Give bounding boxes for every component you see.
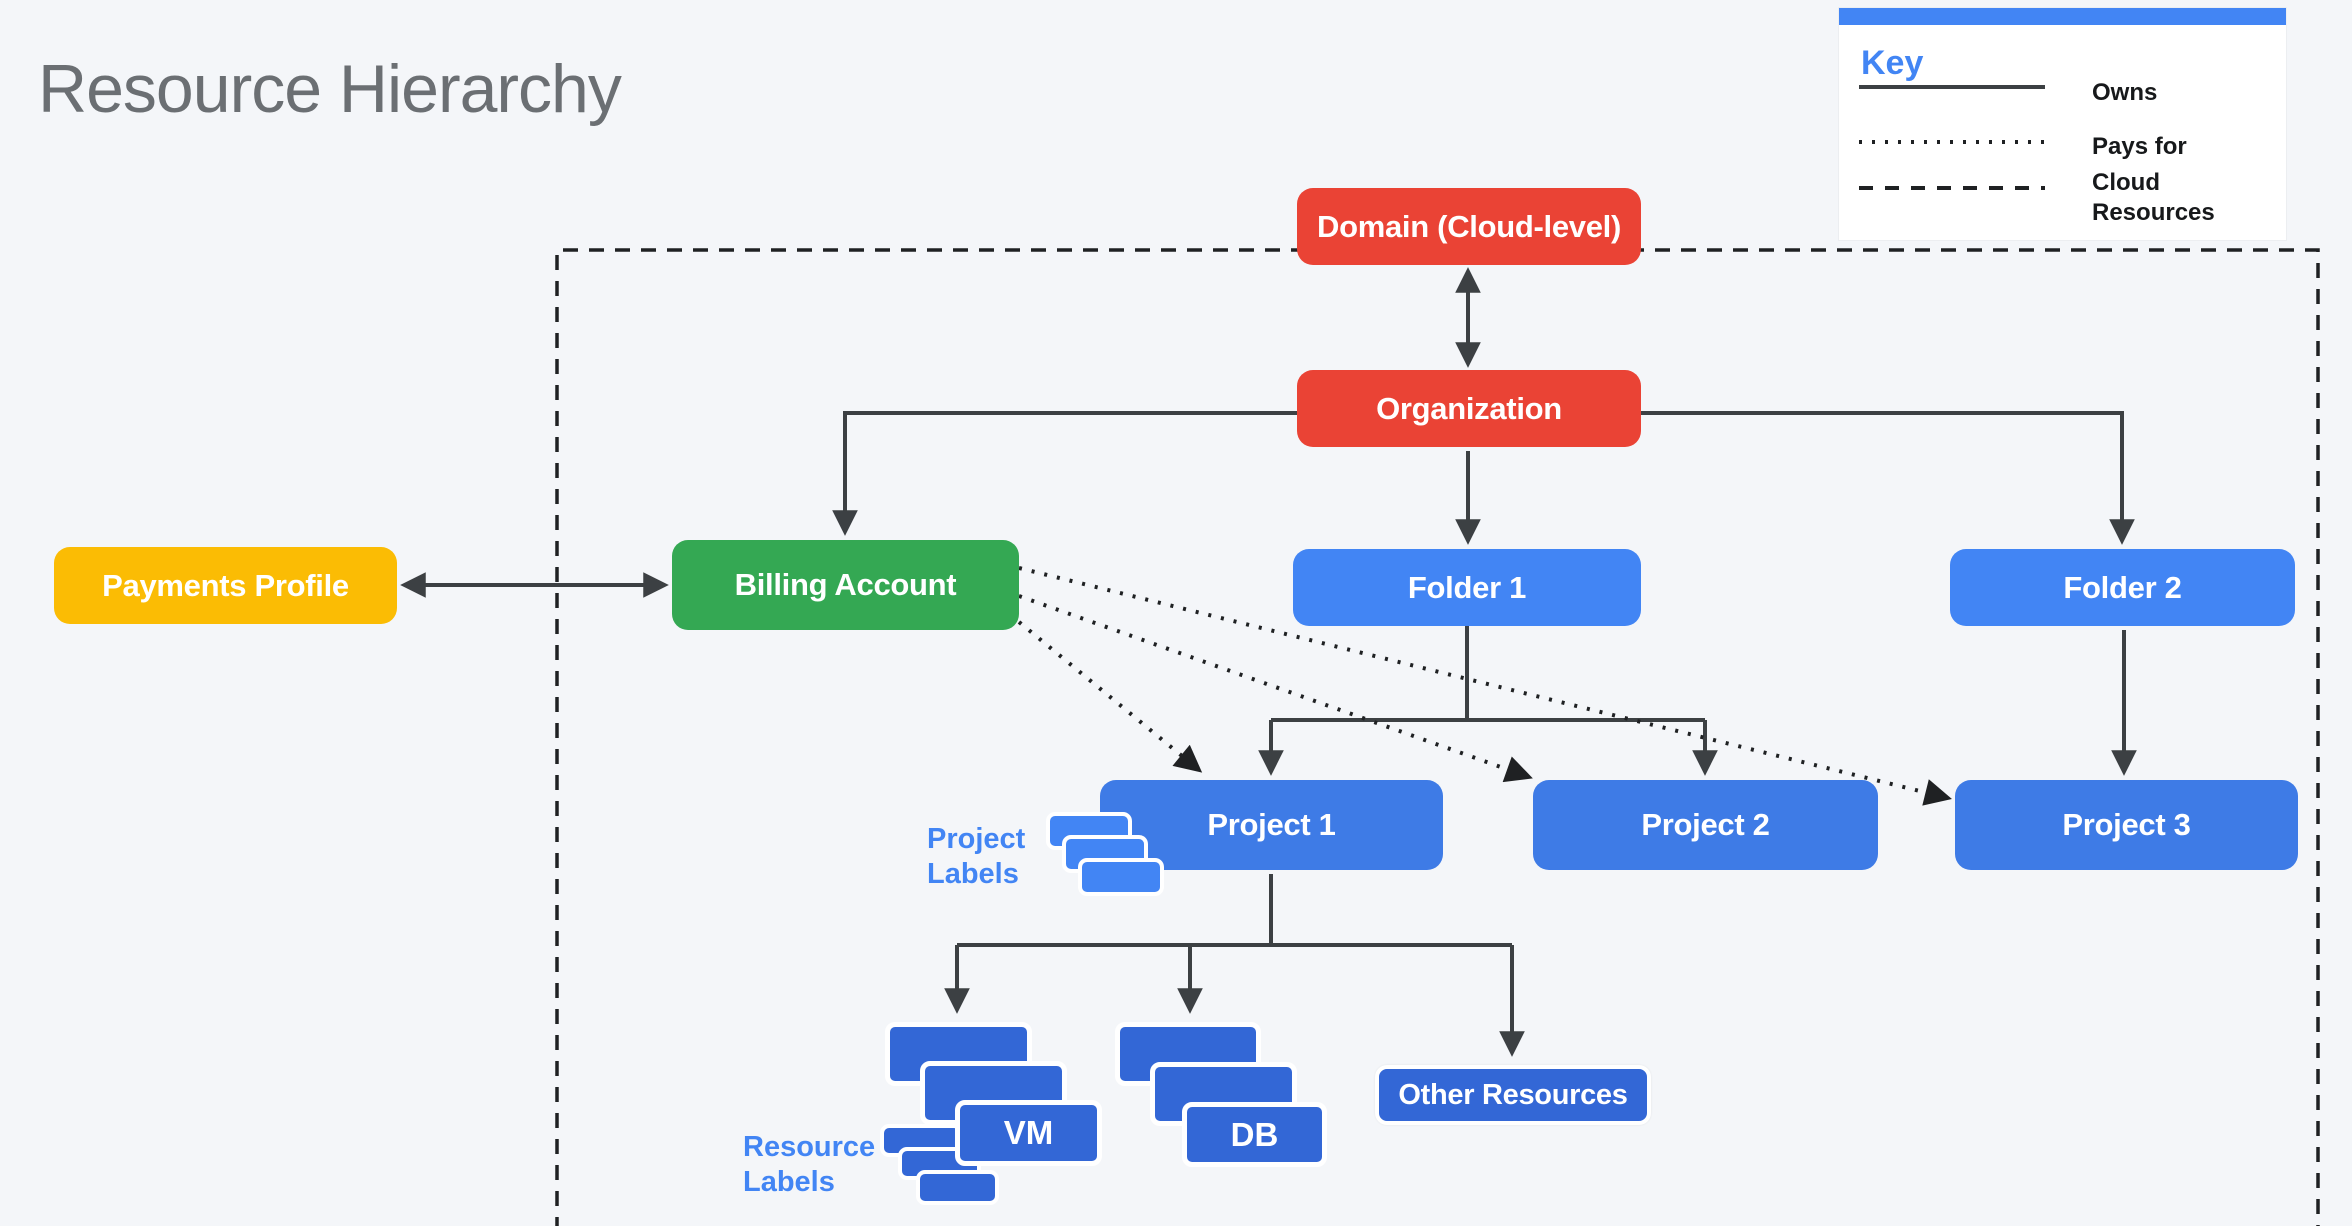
legend-heading: Key: [1861, 44, 1924, 82]
edge-organization-billing-account: [832, 411, 1297, 536]
node-vm: VM: [955, 1100, 1102, 1166]
node-billing-account: Billing Account: [672, 540, 1019, 630]
node-project3: Project 3: [1955, 780, 2298, 870]
node-folder1: Folder 1: [1293, 549, 1641, 626]
label-card-icon: [1078, 858, 1164, 896]
node-db: DB: [1182, 1102, 1327, 1167]
resource-labels-caption: Resource Labels: [743, 1131, 876, 1198]
edge-organization-folder2: [1641, 411, 2135, 545]
diagram-title: Resource Hierarchy: [38, 51, 622, 127]
node-payments-profile: Payments Profile: [54, 547, 397, 624]
node-organization: Organization: [1297, 370, 1641, 447]
label-card-icon: [916, 1170, 999, 1205]
legend-label-cloud-resources: Cloud Resources: [2092, 169, 2215, 226]
node-project2: Project 2: [1533, 780, 1878, 870]
node-project1: Project 1: [1100, 780, 1443, 870]
solid-line-icon: [1859, 85, 2045, 89]
edge-folder1-projects-trunk: [1271, 626, 1705, 722]
edge-billing-project1-dotted: [1017, 620, 1203, 773]
project-labels-caption: Project Labels: [927, 823, 1026, 890]
legend-label-pays-for: Pays for: [2092, 133, 2187, 160]
legend: Key Owns Pays for Cloud Resources: [1839, 8, 2286, 240]
node-domain: Domain (Cloud-level): [1297, 188, 1641, 265]
legend-label-owns: Owns: [2092, 79, 2158, 106]
dashed-line-icon: [1859, 186, 2045, 190]
edge-project1-resources-trunk: [957, 874, 1512, 947]
legend-header-bar: [1839, 8, 2286, 25]
node-folder2: Folder 2: [1950, 549, 2295, 626]
node-other-resources: Other Resources: [1375, 1065, 1651, 1125]
dotted-line-icon: [1859, 140, 2045, 144]
cloud-resources-boundary-dashed: [555, 248, 2320, 1226]
